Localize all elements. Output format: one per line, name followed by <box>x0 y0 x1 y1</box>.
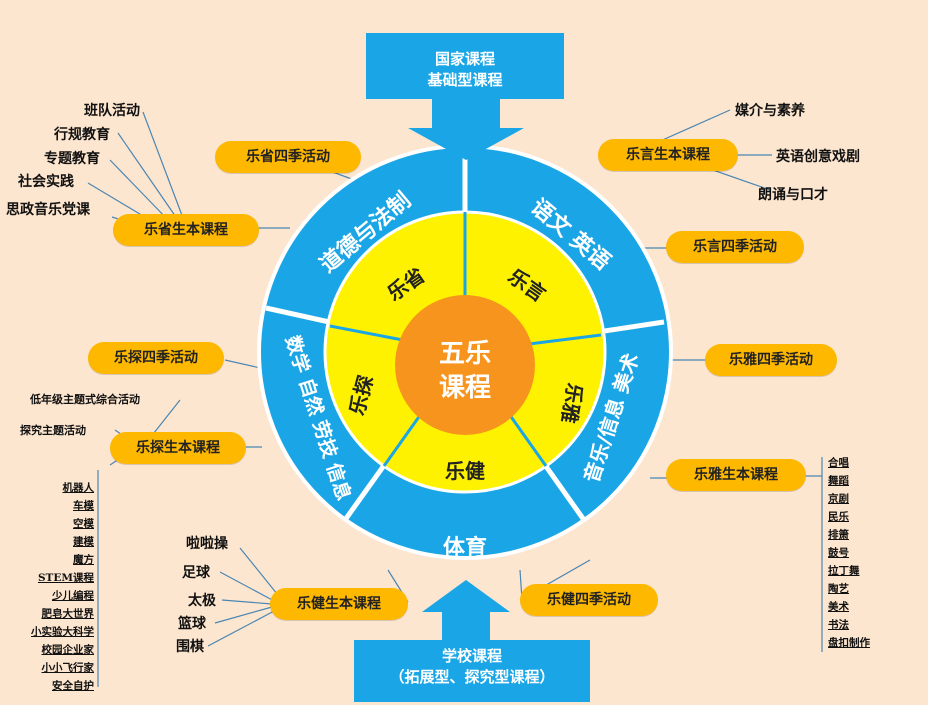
ya-list-item: 拉丁舞 <box>828 565 860 577</box>
ya-list-item: 京剧 <box>828 493 849 505</box>
jian-item-2: 太极 <box>188 593 216 609</box>
outer-label-pe: 体育 <box>443 535 487 561</box>
jian-item-0: 啦啦操 <box>186 536 228 552</box>
tan-list-item: 机器人 <box>62 482 95 494</box>
tan-item-1: 探究主题活动 <box>20 424 86 437</box>
yan-item-0: 媒介与素养 <box>735 103 805 119</box>
pill-jian-season: 乐健四季活动 <box>520 584 658 616</box>
top-box-bg <box>366 33 564 99</box>
ya-list-item: 盘扣制作 <box>828 637 870 649</box>
sheng-item-4: 思政音乐党课 <box>6 202 90 218</box>
bottom-box-bg <box>354 640 590 702</box>
ya-list-item: 排箫 <box>828 529 849 541</box>
pill-sheng-base: 乐省生本课程 <box>113 214 259 246</box>
tan-list-item: 小实验大科学 <box>31 626 94 638</box>
jian-item-4: 围棋 <box>176 639 204 655</box>
pill-yan-season: 乐言四季活动 <box>666 231 804 263</box>
jian-item-3: 篮球 <box>178 616 206 632</box>
ya-list-item: 书法 <box>828 619 849 631</box>
yan-item-2: 朗诵与口才 <box>758 187 828 203</box>
sheng-item-1: 行规教育 <box>54 127 110 143</box>
top-box-line2: 基础型课程 <box>427 71 503 89</box>
bottom-box-line1: 学校课程 <box>441 647 502 665</box>
center-line2: 课程 <box>439 373 491 403</box>
bottom-arrow <box>422 580 510 640</box>
tan-list-item: 空模 <box>73 518 94 530</box>
top-box-line1: 国家课程 <box>434 50 495 68</box>
tan-list-item: 车模 <box>73 500 94 512</box>
center-circle <box>395 295 535 435</box>
tan-list-item: 少儿编程 <box>52 590 94 602</box>
ya-list-item: 鼓号 <box>828 547 849 559</box>
tan-list-item: 肥皂大世界 <box>41 608 95 620</box>
tan-list-item: 安全自护 <box>52 680 94 692</box>
tan-list-item: 小小飞行家 <box>41 662 95 674</box>
bottom-box: 学校课程 （拓展型、探究型课程） <box>354 645 590 687</box>
top-box: 国家课程 基础型课程 <box>366 48 564 90</box>
sheng-item-0: 班队活动 <box>84 103 140 119</box>
sheng-item-3: 社会实践 <box>18 174 74 190</box>
ya-list-item: 陶艺 <box>828 583 849 595</box>
tan-list-item: STEM课程 <box>37 572 94 584</box>
yan-item-1: 英语创意戏剧 <box>776 149 860 165</box>
pill-jian-base: 乐健生本课程 <box>270 588 408 620</box>
tan-list-item: 校园企业家 <box>41 644 95 656</box>
pill-tan-base: 乐探生本课程 <box>110 432 246 464</box>
tan-list-item: 魔方 <box>73 554 94 566</box>
pill-tan-season: 乐探四季活动 <box>88 342 224 374</box>
center-line1: 五乐 <box>439 339 491 369</box>
tan-list-item: 建模 <box>73 536 94 548</box>
top-arrow <box>408 99 524 160</box>
ya-list-item: 舞蹈 <box>828 475 849 487</box>
ya-list-item: 美术 <box>828 601 849 613</box>
pill-sheng-season: 乐省四季活动 <box>215 141 361 173</box>
ya-list: 合唱 舞蹈 京剧 民乐 排箫 鼓号 拉丁舞 陶艺 美术 书法 盘扣制作 <box>828 455 898 653</box>
pill-ya-season: 乐雅四季活动 <box>705 344 837 376</box>
tan-item-0: 低年级主题式综合活动 <box>30 393 140 406</box>
tan-list: 机器人 车模 空模 建模 魔方 STEM课程 少儿编程 肥皂大世界 小实验大科学… <box>14 480 94 696</box>
pill-yan-base: 乐言生本课程 <box>598 139 738 171</box>
bottom-box-line2: （拓展型、探究型课程） <box>389 668 555 686</box>
ya-list-item: 合唱 <box>828 457 849 469</box>
jian-item-1: 足球 <box>182 565 210 581</box>
pill-ya-base: 乐雅生本课程 <box>666 459 806 491</box>
inner-label-jian: 乐健 <box>445 459 485 483</box>
sheng-item-2: 专题教育 <box>44 151 100 167</box>
ya-list-item: 民乐 <box>828 511 849 523</box>
